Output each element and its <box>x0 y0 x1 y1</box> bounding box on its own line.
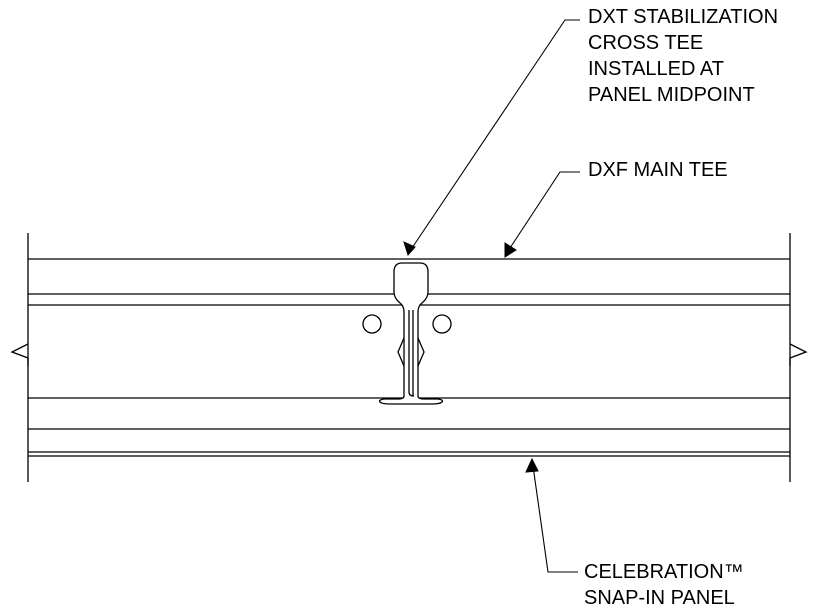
rout-hole-left <box>363 315 381 333</box>
callout-panel-line-1: CELEBRATION™ <box>584 561 744 583</box>
callout-cross-tee-line-3: INSTALLED AT <box>588 58 724 80</box>
callout-cross-tee-line-4: PANEL MIDPOINT <box>588 84 755 106</box>
leader-panel <box>533 466 578 572</box>
right-break-symbol <box>790 344 806 366</box>
cross-tee-profile <box>380 263 443 404</box>
callout-cross-tee-line-2: CROSS TEE <box>588 32 704 54</box>
callout-main-tee-label: DXF MAIN TEE <box>588 157 728 183</box>
callout-main-tee-line-1: DXF MAIN TEE <box>588 159 728 181</box>
callout-panel-label: CELEBRATION™ SNAP-IN PANEL <box>584 559 744 611</box>
leader-main-tee <box>510 172 580 248</box>
callout-cross-tee-label: DXT STABILIZATION CROSS TEE INSTALLED AT… <box>588 4 778 108</box>
arrowhead-main-tee <box>504 242 517 258</box>
callout-cross-tee-line-1: DXT STABILIZATION <box>588 6 779 28</box>
left-break-symbol <box>12 344 28 366</box>
rout-hole-right <box>433 315 451 333</box>
arrowhead-cross-tee <box>403 241 416 257</box>
leader-cross-tee <box>412 20 580 248</box>
arrowhead-panel <box>525 457 539 473</box>
callout-panel-line-2: SNAP-IN PANEL <box>584 587 735 609</box>
